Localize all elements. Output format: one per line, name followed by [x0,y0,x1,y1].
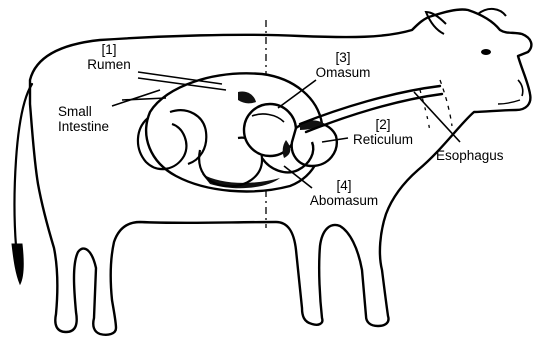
label-esophagus-name: Esophagus [436,148,504,163]
cow-ear [426,12,446,34]
label-omasum-number: [3] [308,50,378,65]
label-rumen: [1] Rumen [82,42,136,72]
label-abomasum-name: Abomasum [302,193,386,208]
cow-neck-fold [440,80,452,126]
label-abomasum-number: [4] [302,178,386,193]
label-small-intestine-line1: Small [58,104,109,119]
leader-line-esophagus [414,92,460,142]
cow-eye [481,49,491,55]
cow-tail-tuft [12,244,23,284]
label-reticulum: [2] Reticulum [346,117,420,147]
cow-mouth [498,100,520,104]
cow-nostril [518,80,523,96]
label-esophagus: Esophagus [436,148,504,163]
label-omasum: [3] Omasum [308,50,378,80]
label-small-intestine-line2: Intestine [58,119,109,134]
label-omasum-name: Omasum [308,65,378,80]
label-reticulum-number: [2] [346,117,420,132]
label-reticulum-name: Reticulum [346,132,420,147]
label-abomasum: [4] Abomasum [302,178,386,208]
label-small-intestine: Small Intestine [58,104,109,134]
label-rumen-number: [1] [82,42,136,57]
label-rumen-name: Rumen [82,57,136,72]
